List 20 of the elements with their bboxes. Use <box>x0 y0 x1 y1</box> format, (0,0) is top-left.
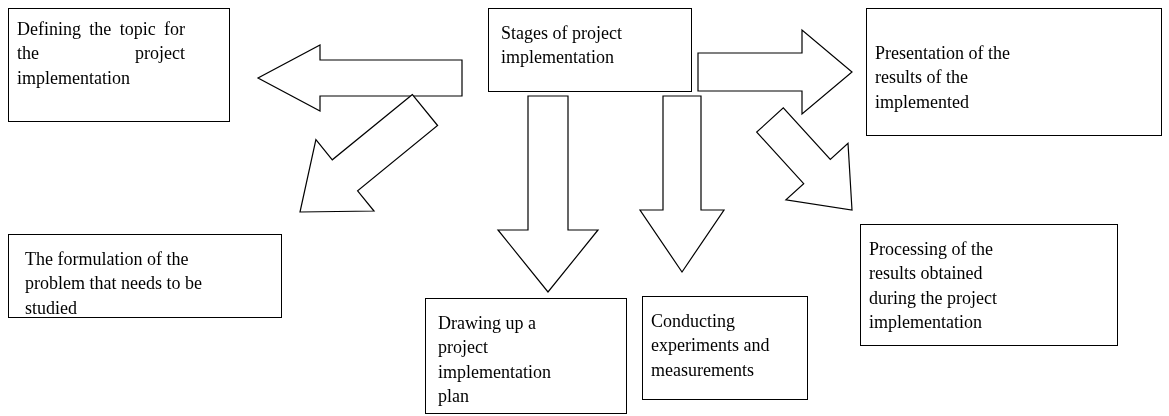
text-box <box>425 298 627 414</box>
text-box <box>860 224 1118 346</box>
block-arrow <box>638 95 726 274</box>
box-text: Defining the topic for the project implementation <box>17 18 185 90</box>
text-box <box>488 8 692 92</box>
box-text: Conducting experiments and measurements <box>651 310 771 382</box>
box-text: Processing of the results obtained during the project implementation <box>869 238 998 334</box>
text-box <box>866 8 1162 136</box>
block-arrow <box>755 107 853 211</box>
box-text: Drawing up a project implementation plan <box>438 312 552 408</box>
block-arrow <box>496 95 600 293</box>
block-arrow <box>697 28 853 116</box>
box-text: Stages of project implementation <box>501 22 623 70</box>
text-box <box>8 8 230 122</box>
block-arrow <box>299 93 439 213</box>
text-box <box>642 296 808 400</box>
box-text: The formulation of the problem that needs to be studied <box>25 248 203 320</box>
block-arrow <box>256 44 463 112</box>
text-box <box>8 234 282 318</box>
box-text: Presentation of the results of the implemented <box>875 42 1011 114</box>
